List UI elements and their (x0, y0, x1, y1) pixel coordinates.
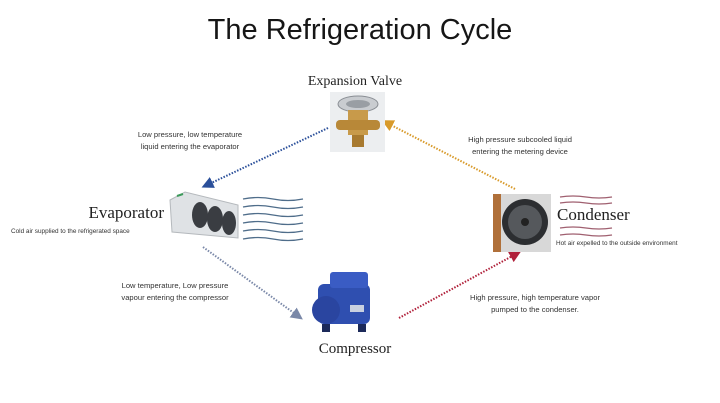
condenser-image (493, 194, 551, 252)
flow-label-line: High pressure subcooled liquid (468, 135, 572, 144)
flow-label-line: entering the metering device (472, 147, 568, 156)
flow-label-line: Low temperature, Low pressure (121, 281, 229, 290)
compressor-label: Compressor (318, 341, 392, 357)
expansion-valve-label: Expansion Valve (307, 74, 403, 89)
condenser-caption: Hot air expelled to the outside environm… (556, 240, 678, 247)
arrow-valve-to-evaporator (201, 127, 329, 188)
flow-label-line: liquid entering the evaporator (140, 142, 240, 151)
cold-air-waves-icon (242, 196, 304, 242)
flow-label-valve-to-evaporator: Low pressure, low temperature liquid ent… (100, 129, 280, 153)
condenser-label: Condenser (557, 205, 630, 224)
evaporator-label: Evaporator (88, 203, 164, 222)
compressor-image (312, 272, 370, 332)
flow-label-line: Low pressure, low temperature (137, 130, 243, 139)
flow-label-evaporator-to-compressor: Low temperature, Low pressure vapour ent… (85, 280, 265, 304)
flow-label-line: High pressure, high temperature vapor (469, 293, 600, 302)
flow-label-condenser-to-valve: High pressure subcooled liquid entering … (430, 134, 610, 158)
evaporator-caption: Cold air supplied to the refrigerated sp… (11, 228, 130, 235)
flow-label-line: pumped to the condenser. (491, 305, 579, 314)
expansion-valve-image (330, 92, 385, 152)
arrow-condenser-to-valve (381, 120, 516, 190)
arrow-compressor-to-condenser (398, 251, 522, 319)
diagram-title: The Refrigeration Cycle (207, 14, 513, 46)
flow-label-line: vapour entering the compressor (121, 293, 229, 302)
flow-label-compressor-to-condenser: High pressure, high temperature vapor pu… (440, 292, 630, 316)
evaporator-image (169, 191, 239, 239)
hot-air-waves-icon (559, 195, 613, 237)
